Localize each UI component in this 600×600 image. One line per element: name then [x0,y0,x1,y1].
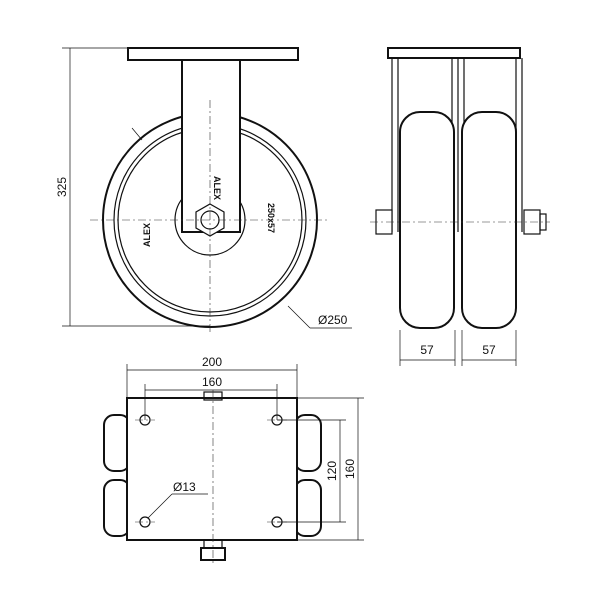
wheel-size-label: 250x57 [266,203,276,233]
wheel-brand-label: ALEX [142,223,152,247]
top-view: 200 160 120 160 Ø13 [103,355,364,565]
side-top-plate [387,47,521,59]
bolt-spacing-x-dim: 160 [202,375,222,389]
front-view: ALEX ALEX 250x57 325 Ø250 [55,47,352,335]
plate-length-dim: 160 [343,459,357,479]
left-wheel-width-dim: 57 [420,343,434,357]
bolt-spacing-y-dim: 120 [325,461,339,481]
bolt-hole-diameter-dim: Ø13 [173,480,196,494]
height-dimension: 325 [55,177,69,197]
left-wheel [399,111,455,329]
axle-nut-bottom [200,547,226,561]
wheel-top-right [294,414,322,472]
top-plate [127,47,299,61]
plate-width-dim: 200 [202,355,222,369]
wheel-bottom-right [294,479,322,537]
side-view: 57 57 [370,47,550,366]
diameter-dimension: Ø250 [318,313,348,327]
fork [181,59,241,233]
right-wheel [461,111,517,329]
fork-brand-label: ALEX [212,176,222,200]
right-wheel-width-dim: 57 [482,343,496,357]
mounting-plate [126,397,298,541]
